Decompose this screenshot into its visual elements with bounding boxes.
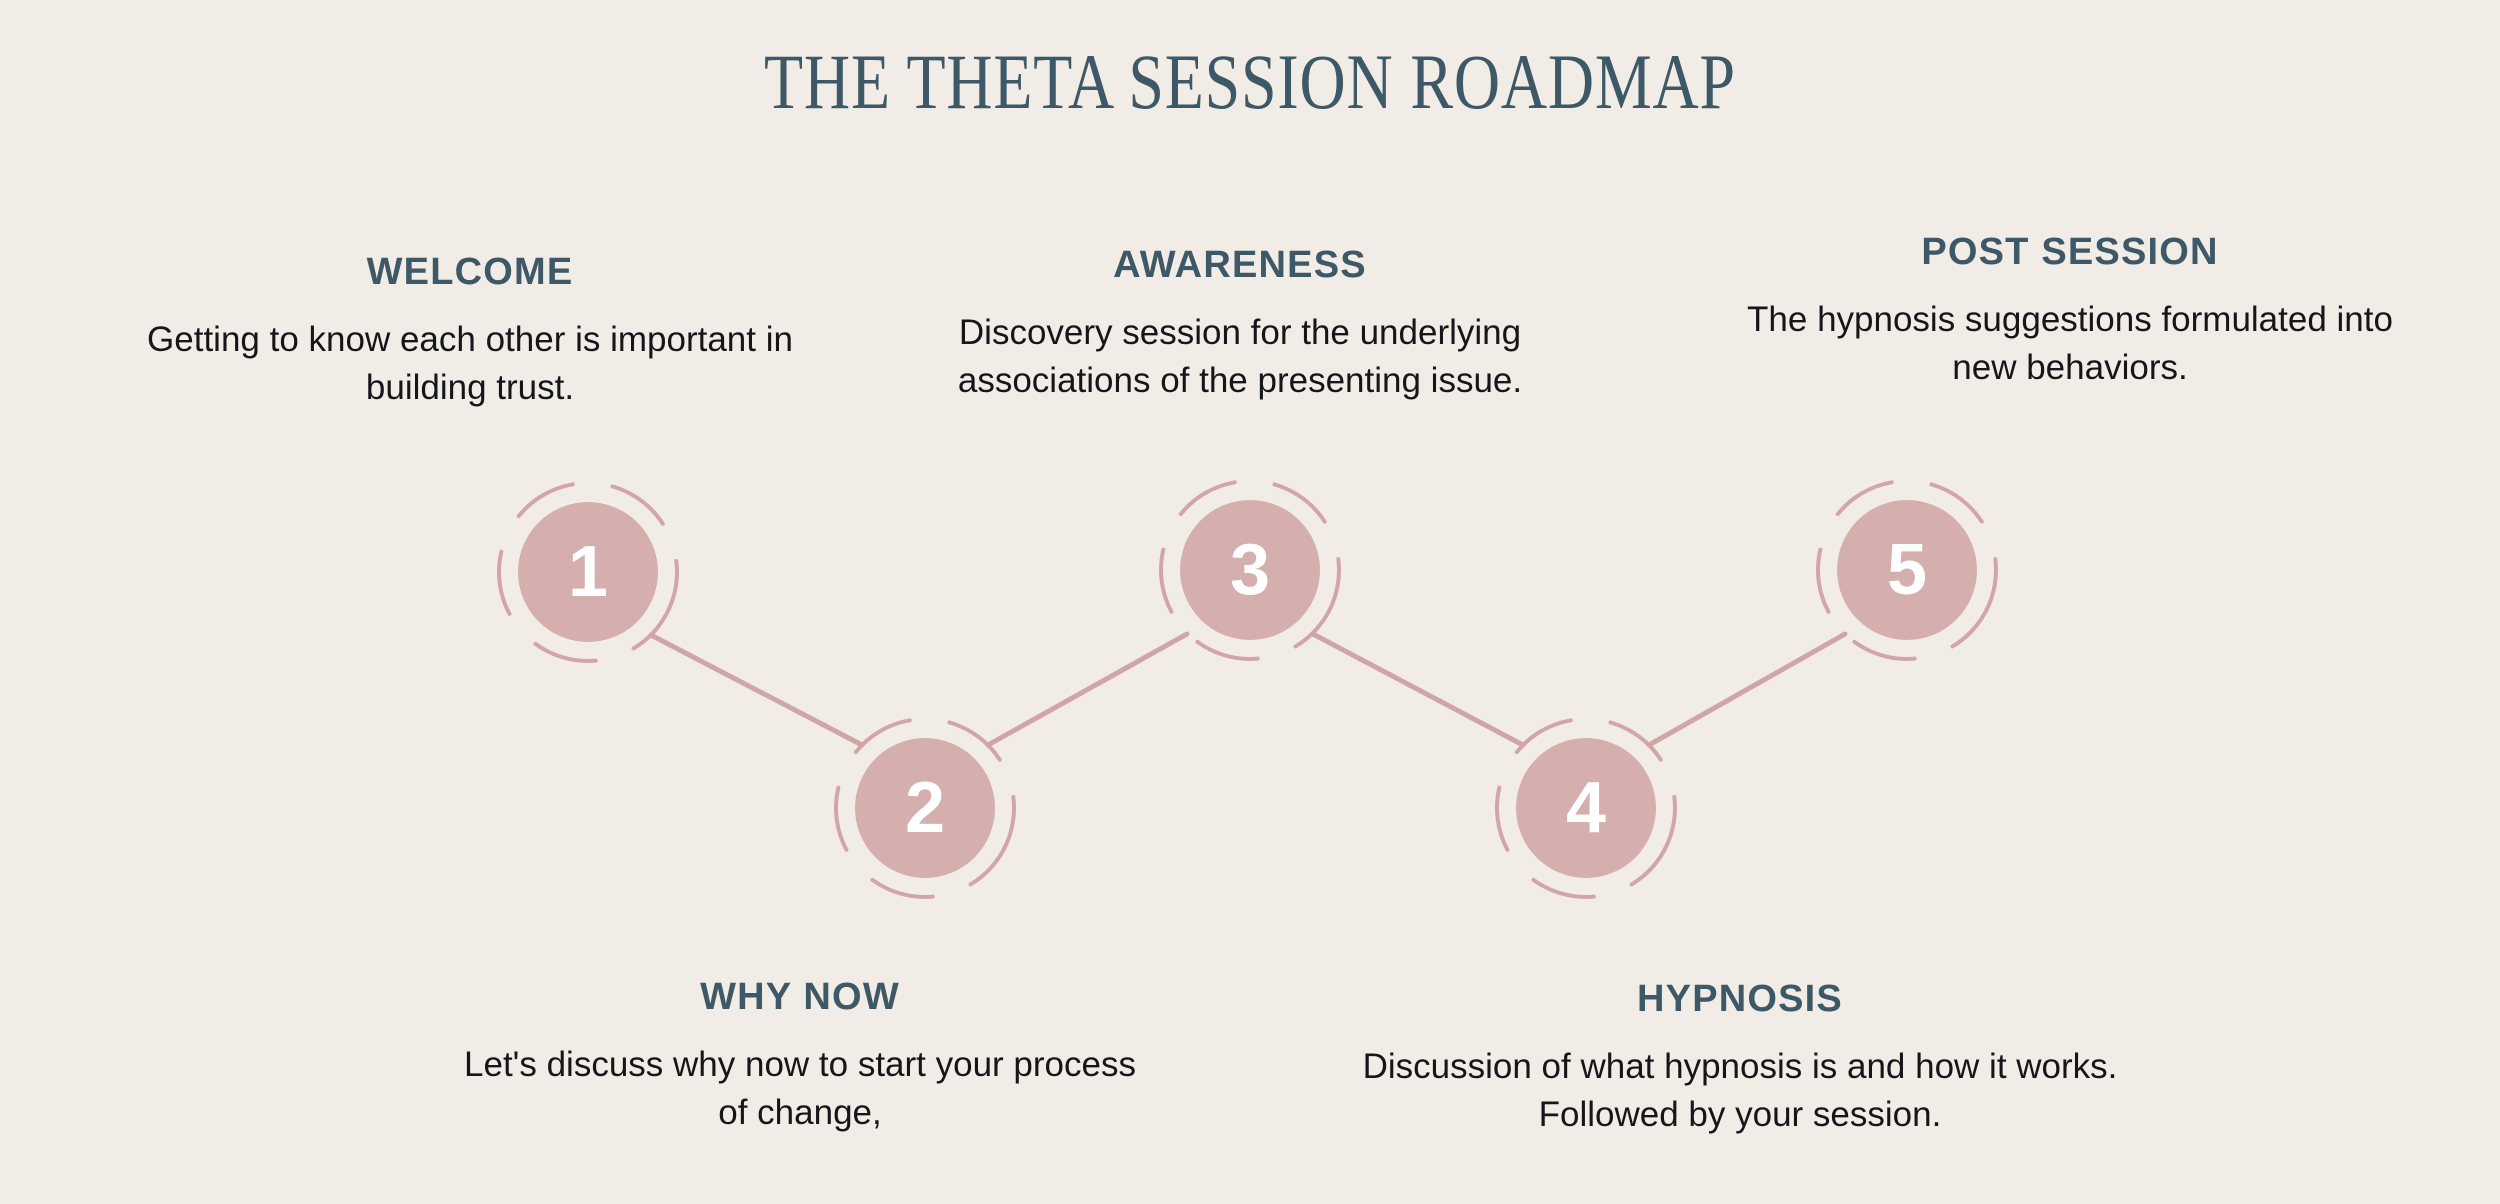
- roadmap-node-5[interactable]: 5: [1837, 500, 1977, 640]
- step-heading-why-now: WHY NOW: [700, 976, 900, 1018]
- step-block-welcome: WELCOME Getting to know each other is im…: [140, 250, 800, 412]
- roadmap-node-3[interactable]: 3: [1180, 500, 1320, 640]
- node-number-2: 2: [904, 768, 946, 848]
- dashed-ring-4: [1495, 717, 1677, 899]
- roadmap-node-2[interactable]: 2: [855, 738, 995, 878]
- node-number-3: 3: [1229, 530, 1271, 610]
- connector-4-5: [1646, 631, 1848, 748]
- step-block-hypnosis: HYPNOSIS Discussion of what hypnosis is …: [1340, 977, 2140, 1139]
- step-body-awareness: Discovery session for the underlying ass…: [957, 313, 1523, 400]
- dashed-ring-5: [1816, 479, 1998, 661]
- dashed-ring-3: [1159, 479, 1341, 661]
- node-number-4: 4: [1565, 768, 1607, 848]
- page-title: THE THETA SESSION ROADMAP: [764, 38, 1736, 125]
- roadmap-node-1[interactable]: 1: [518, 502, 658, 642]
- step-body-post-session: The hypnosis suggestions formulated into…: [1747, 300, 2393, 387]
- step-body-welcome: Getting to know each other is important …: [147, 320, 793, 407]
- connector-3-4: [1310, 631, 1526, 748]
- connector-2-3: [985, 631, 1190, 748]
- step-block-why-now: WHY NOW Let's discuss why now to start y…: [450, 975, 1150, 1137]
- node-number-1: 1: [567, 532, 609, 612]
- step-heading-welcome: WELCOME: [366, 251, 574, 293]
- connector-1-2: [648, 632, 865, 748]
- step-body-hypnosis: Discussion of what hypnosis is and how i…: [1362, 1047, 2118, 1134]
- step-heading-awareness: AWARENESS: [1113, 244, 1367, 286]
- dashed-ring-1: [497, 481, 679, 663]
- node-number-5: 5: [1886, 530, 1928, 610]
- step-heading-post-session: POST SESSION: [1921, 231, 2219, 273]
- step-body-why-now: Let's discuss why now to start your proc…: [464, 1045, 1136, 1132]
- dashed-ring-2: [834, 717, 1016, 899]
- step-block-post-session: POST SESSION The hypnosis suggestions fo…: [1730, 230, 2410, 392]
- roadmap-node-4[interactable]: 4: [1516, 738, 1656, 878]
- step-heading-hypnosis: HYPNOSIS: [1637, 978, 1843, 1020]
- step-block-awareness: AWARENESS Discovery session for the unde…: [880, 243, 1600, 405]
